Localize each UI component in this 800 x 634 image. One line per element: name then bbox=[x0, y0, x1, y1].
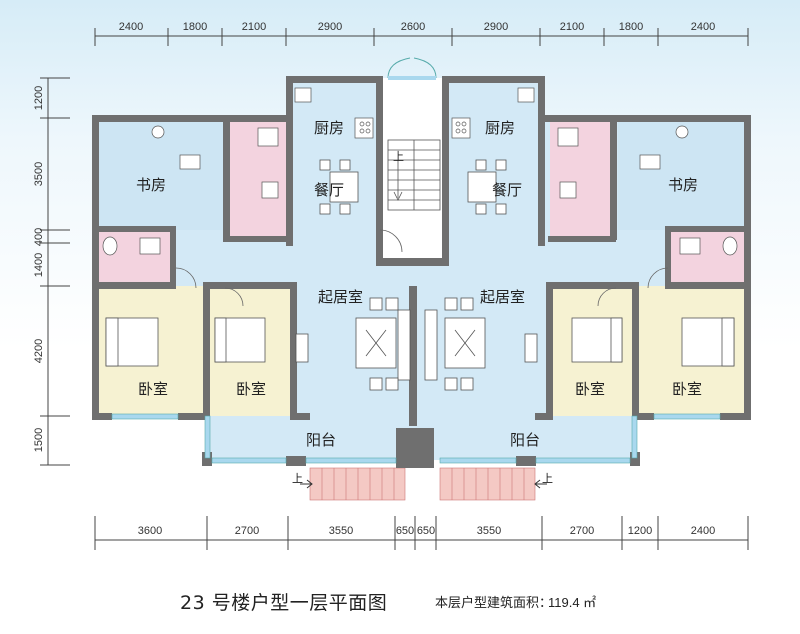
entry-steps-right bbox=[439, 467, 547, 501]
living-label-right: 起居室 bbox=[480, 288, 525, 306]
bottom-dim-3: 3550 bbox=[329, 525, 353, 537]
top-dim-7: 2100 bbox=[560, 21, 584, 33]
walls bbox=[92, 76, 751, 468]
bedroom-label-3: 卧室 bbox=[575, 380, 605, 398]
bottom-dimensions: 3600 2700 3550 650 650 3550 2700 1200 24… bbox=[138, 525, 715, 537]
room-fills bbox=[95, 78, 748, 460]
bedroom-label-2: 卧室 bbox=[236, 380, 266, 398]
bottom-dim-6: 3550 bbox=[477, 525, 501, 537]
left-dimensions: 1200 3500 400 1400 4200 1500 bbox=[33, 86, 45, 452]
bath-fixtures bbox=[102, 125, 738, 256]
study-label-right: 书房 bbox=[668, 176, 698, 194]
area-value: 119.4 ㎡ bbox=[548, 595, 597, 610]
top-dimensions: 2400 1800 2100 2900 2600 2900 2100 1800 … bbox=[119, 21, 715, 33]
stair-up-label: 上 bbox=[393, 150, 404, 163]
sofa-set-left bbox=[295, 297, 411, 391]
plan-title: 23 号楼户型一层平面图 bbox=[180, 592, 388, 614]
balcony-label-left: 阳台 bbox=[306, 431, 336, 449]
top-dim-6: 2900 bbox=[484, 21, 508, 33]
bottom-dim-7: 2700 bbox=[570, 525, 594, 537]
bottom-dim-4: 650 bbox=[396, 525, 414, 537]
stair-hall-fill bbox=[380, 78, 445, 258]
top-dim-9: 2400 bbox=[691, 21, 715, 33]
kitchen-fixtures bbox=[294, 87, 535, 139]
bottom-dim-5: 650 bbox=[417, 525, 435, 537]
top-dim-8: 1800 bbox=[619, 21, 643, 33]
top-dim-5: 2600 bbox=[401, 21, 425, 33]
area-label: 本层户型建筑面积： bbox=[435, 596, 553, 611]
left-dimension-line bbox=[40, 77, 70, 466]
entry-steps-left bbox=[300, 467, 406, 501]
top-dim-2: 1800 bbox=[183, 21, 207, 33]
balcony-label-right: 阳台 bbox=[510, 431, 540, 449]
top-entry-doors bbox=[387, 57, 437, 80]
sofa-set-right bbox=[424, 297, 538, 391]
left-dim-6: 1500 bbox=[33, 428, 45, 452]
left-dim-2: 3500 bbox=[33, 162, 45, 186]
dining-label-right: 餐厅 bbox=[492, 181, 522, 199]
beds bbox=[105, 317, 735, 367]
kitchen-label-left: 厨房 bbox=[314, 119, 344, 137]
entry-up-label-left: 上 bbox=[292, 472, 303, 485]
bedroom-label-4: 卧室 bbox=[672, 380, 702, 398]
bottom-dim-2: 2700 bbox=[235, 525, 259, 537]
dining-set-right bbox=[467, 159, 507, 215]
caption: 23 号楼户型一层平面图 本层户型建筑面积： 119.4 ㎡ bbox=[180, 588, 780, 618]
entry-up-label-right: 上 bbox=[542, 472, 553, 485]
top-dim-4: 2900 bbox=[318, 21, 342, 33]
windows bbox=[111, 413, 721, 464]
bottom-dim-9: 2400 bbox=[691, 525, 715, 537]
bottom-dim-8: 1200 bbox=[628, 525, 652, 537]
room-labels: 厨房 厨房 餐厅 餐厅 书房 书房 起居室 起居室 卧室 卧室 卧室 卧室 阳台… bbox=[136, 119, 702, 449]
left-dim-5: 4200 bbox=[33, 339, 45, 363]
left-dim-1: 1200 bbox=[33, 86, 45, 110]
living-label-left: 起居室 bbox=[318, 288, 363, 306]
door-swings bbox=[175, 229, 669, 307]
bedroom-label-1: 卧室 bbox=[138, 380, 168, 398]
top-dim-1: 2400 bbox=[119, 21, 143, 33]
stairwell bbox=[387, 139, 441, 211]
top-dimension-line bbox=[94, 28, 749, 46]
study-label-left: 书房 bbox=[136, 176, 166, 194]
dining-set-left bbox=[319, 159, 359, 215]
left-dim-3: 400 bbox=[33, 228, 45, 246]
bottom-dim-1: 3600 bbox=[138, 525, 162, 537]
top-dim-3: 2100 bbox=[242, 21, 266, 33]
left-dim-4: 1400 bbox=[33, 253, 45, 277]
kitchen-label-right: 厨房 bbox=[485, 119, 515, 137]
dining-label-left: 餐厅 bbox=[314, 181, 344, 199]
bottom-dimension-line bbox=[94, 516, 749, 550]
